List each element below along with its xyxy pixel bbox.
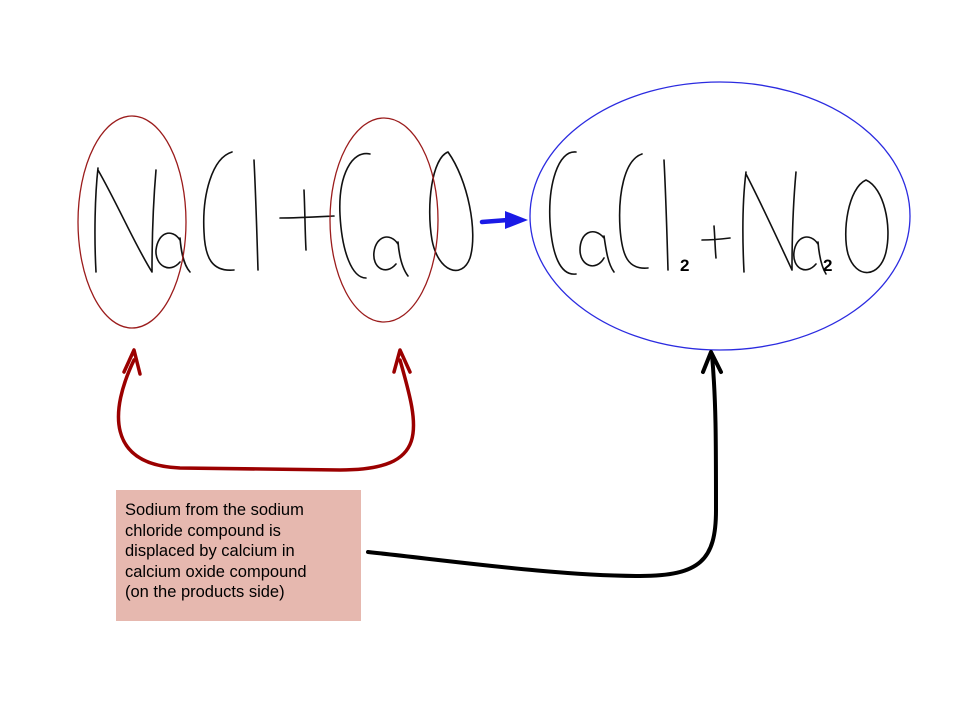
sodium-highlight-circle xyxy=(77,115,187,329)
handwritten-letter-C xyxy=(202,151,235,271)
handwritten-plus-sign xyxy=(701,225,731,259)
products-highlight-ellipse xyxy=(529,81,911,351)
subscript-sodium-oxide: 2 xyxy=(823,256,832,275)
handwritten-letter-O xyxy=(428,151,474,272)
handwritten-letter-l xyxy=(663,159,669,271)
note-line: calcium oxide compound xyxy=(125,562,307,581)
curved-pointer-arrow-icon xyxy=(366,350,723,578)
note-line: displaced by calcium in xyxy=(125,542,295,560)
handwritten-letter-a xyxy=(579,230,615,273)
handwritten-letter-C xyxy=(618,153,649,269)
handwritten-letter-l xyxy=(253,159,259,271)
calcium-highlight-circle xyxy=(329,117,439,323)
right-arrow-icon xyxy=(479,211,528,229)
explanation-note: Sodium from the sodium chloride compound… xyxy=(116,490,361,621)
note-line: Sodium from the sodium xyxy=(125,501,304,519)
handwritten-letter-N xyxy=(94,167,157,273)
handwritten-letter-C xyxy=(339,152,371,279)
handwritten-letter-a xyxy=(373,236,409,277)
subscript-calcium-chloride: 2 xyxy=(680,256,689,275)
note-line: chloride compound is xyxy=(125,521,281,540)
handwritten-letter-C xyxy=(548,151,577,275)
handwritten-equation: 2 2 xyxy=(94,151,889,279)
handwritten-letter-a xyxy=(793,236,827,275)
handwritten-letter-N xyxy=(742,171,797,273)
double-headed-curved-arrow-icon xyxy=(116,348,416,472)
note-line: (on the products side) xyxy=(125,583,285,601)
handwritten-letter-O xyxy=(845,179,889,274)
handwritten-plus-sign xyxy=(279,189,335,251)
